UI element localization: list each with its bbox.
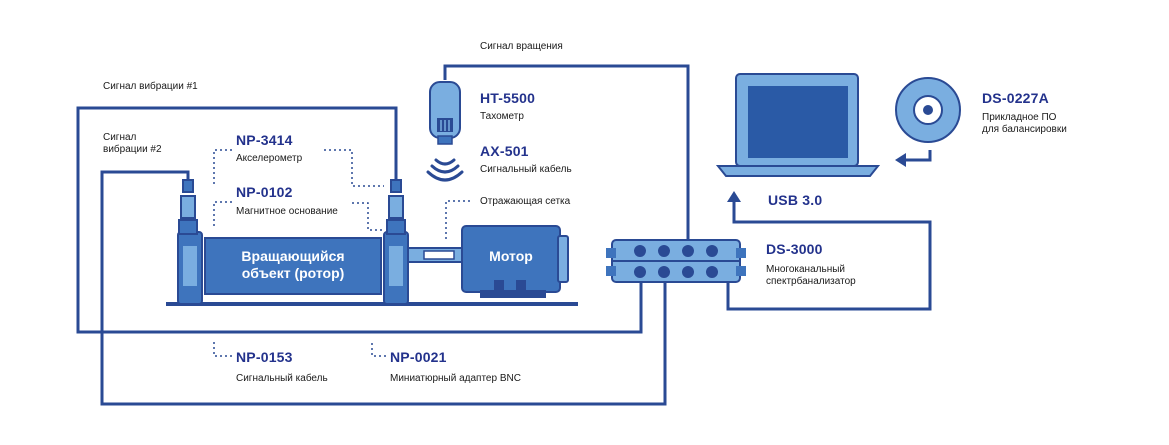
ds3000-desc-line2: спектрбанализатор <box>766 276 856 287</box>
software-arrow-icon <box>895 153 906 167</box>
ds0227a-desc-line1: Прикладное ПО <box>982 112 1057 123</box>
vibration-2-signal-label-line2: вибрации #2 <box>103 144 162 155</box>
laser-beam-icon <box>426 158 464 182</box>
ds0227a-desc-line2: для балансировки <box>982 124 1067 135</box>
rotation-signal-label: Сигнал вращения <box>480 41 563 52</box>
usb-label: USB 3.0 <box>768 192 823 208</box>
ax501-code: AX-501 <box>480 143 529 159</box>
np0021-desc: Миниатюрный адаптер BNC <box>390 373 521 384</box>
ax501-desc: Сигнальный кабель <box>480 164 572 175</box>
analyzer-device <box>606 239 746 283</box>
np3414-desc: Акселерометр <box>236 153 303 164</box>
np0021-code: NP-0021 <box>390 349 447 365</box>
np3414-code: NP-3414 <box>236 132 293 148</box>
vibration-2-cable <box>100 170 667 406</box>
ds0227a-code: DS-0227A <box>982 90 1049 106</box>
laptop-icon <box>715 73 881 177</box>
ht5500-code: HT-5500 <box>480 90 536 106</box>
left-accelerometer <box>178 179 198 235</box>
base-rail <box>166 302 578 306</box>
ds3000-desc-line1: Многоканальный <box>766 264 845 275</box>
np0153-desc: Сигнальный кабель <box>236 373 328 384</box>
np0102-code: NP-0102 <box>236 184 293 200</box>
usb-arrow-icon <box>727 191 741 202</box>
rotor-label: Вращающийся объект (ротор) <box>205 248 381 282</box>
vibration-1-signal-label: Сигнал вибрации #1 <box>103 81 198 92</box>
vibration-1-cable <box>76 106 643 334</box>
vibration-2-signal-label-line1: Сигнал <box>103 132 137 143</box>
right-bearing <box>383 231 409 305</box>
ht5500-desc: Тахометр <box>480 111 524 122</box>
rotor-label-line1: Вращающийся <box>241 248 345 264</box>
motor-label: Мотор <box>489 248 533 264</box>
disc-icon <box>895 77 961 143</box>
tachometer <box>429 81 461 145</box>
left-bearing <box>177 231 203 305</box>
np0102-desc: Магнитное основание <box>236 206 338 217</box>
signal-wires <box>76 64 932 406</box>
rotor <box>204 237 382 295</box>
reflective-grid-label: Отражающая сетка <box>480 196 571 207</box>
usb-cable <box>726 200 932 311</box>
motor <box>461 225 569 298</box>
np0153-code: NP-0153 <box>236 349 293 365</box>
leader-lines <box>213 149 470 357</box>
software-link <box>905 150 932 162</box>
right-accelerometer <box>386 179 406 235</box>
ds3000-code: DS-3000 <box>766 241 823 257</box>
rotor-label-line2: объект (ротор) <box>241 265 345 281</box>
rotation-cable <box>443 64 690 240</box>
